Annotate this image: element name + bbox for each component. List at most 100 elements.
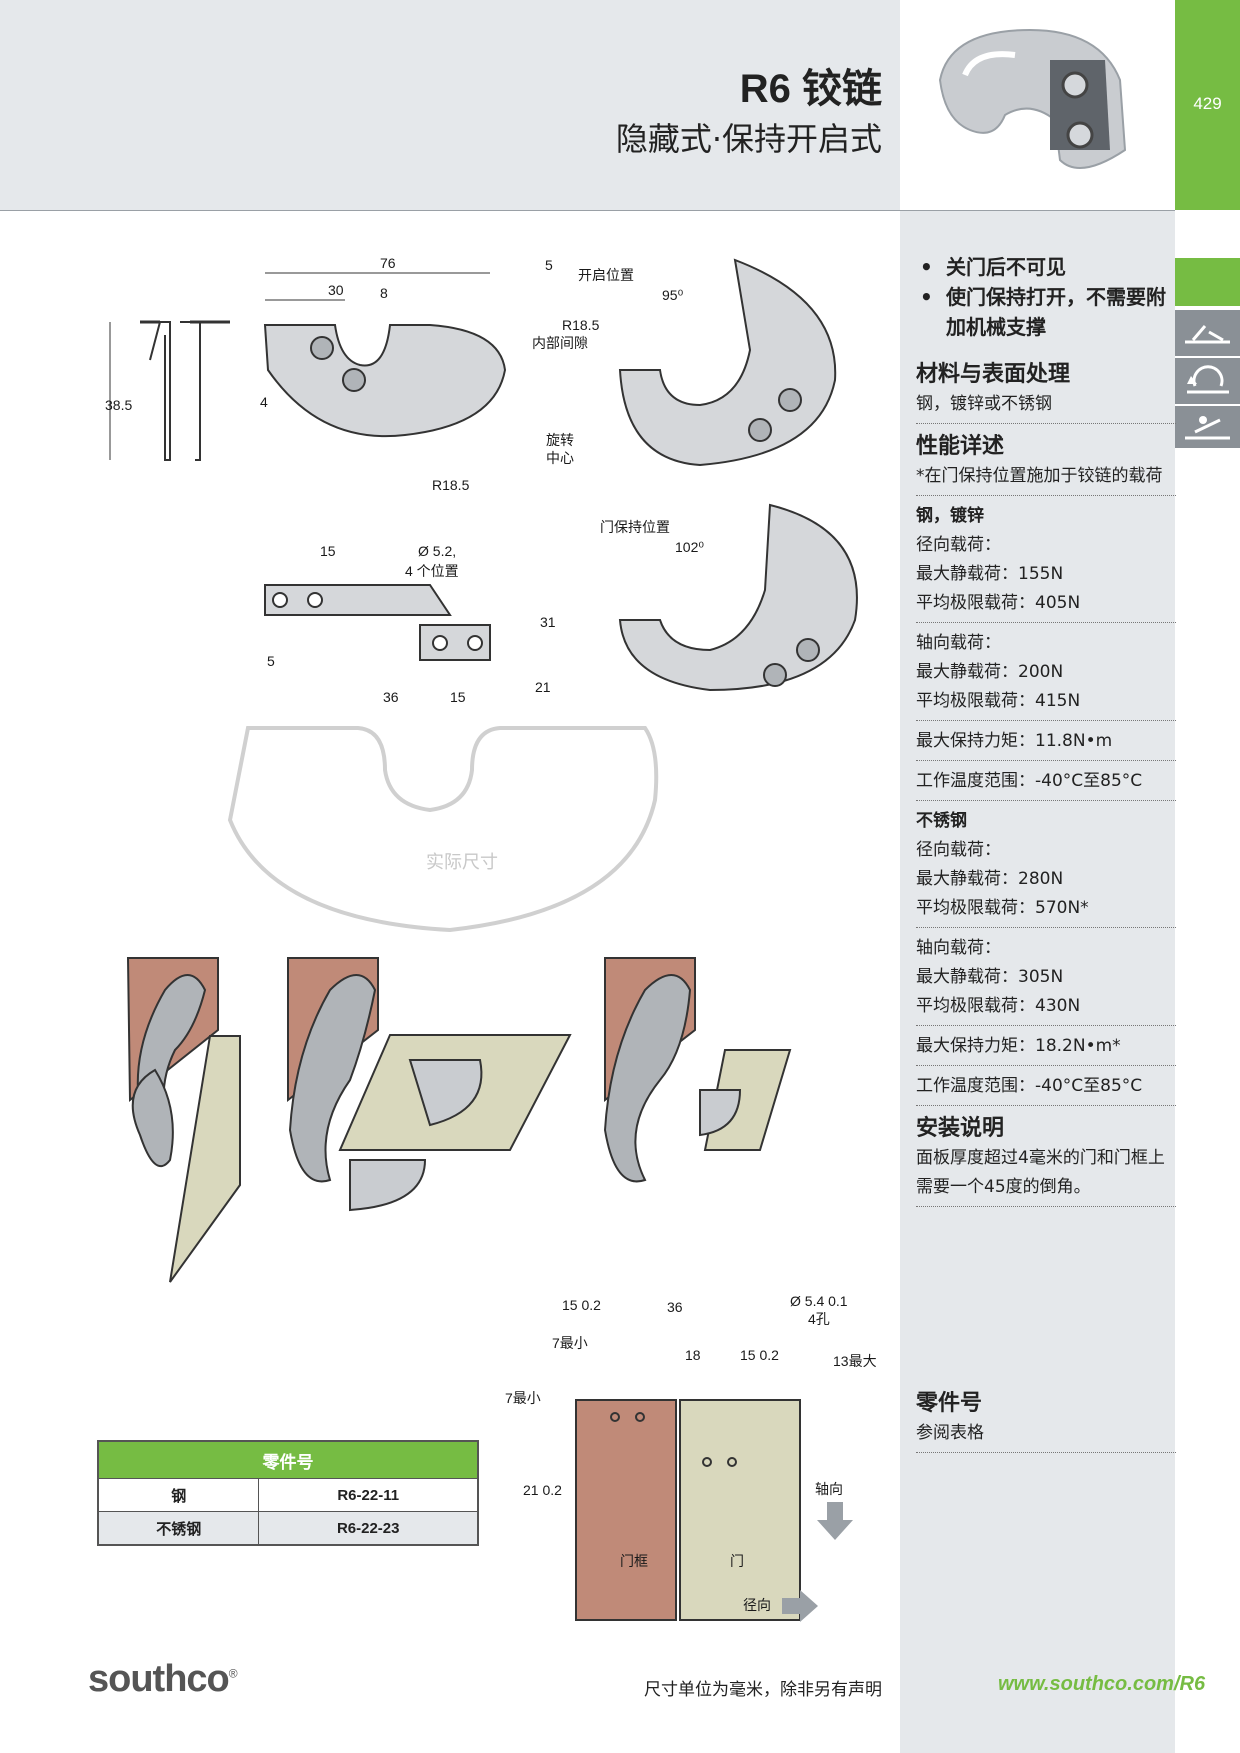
- units-note: 尺寸单位为毫米，除非另有声明: [644, 1680, 882, 1700]
- dim-15-02b: 15 0.2: [740, 1347, 779, 1363]
- dim-7min-b: 7最小: [505, 1390, 541, 1406]
- dim-30: 30: [328, 282, 344, 298]
- table-cell-material: 钢: [97, 1478, 260, 1512]
- feature-list: 关门后不可见 使门保持打开，不需要附加机械支撑: [916, 252, 1176, 342]
- tab-positioning-icon[interactable]: [1175, 404, 1240, 448]
- table-cell-part: R6-22-11: [258, 1478, 479, 1512]
- page-subtitle: 隐藏式·保持开启式: [615, 120, 882, 158]
- spec-line: 轴向载荷：: [916, 633, 1001, 653]
- spec-sidebar: [900, 211, 1175, 1753]
- spec-line: 最大静载荷：200N: [916, 662, 1064, 682]
- hinge-3d-half-open: [287, 957, 572, 1212]
- table-row: 不锈钢 R6-22-23: [97, 1511, 479, 1546]
- spec-line: 径向载荷：: [916, 535, 1001, 555]
- angle-102: 102⁰: [675, 539, 704, 555]
- logo-text: southco: [88, 1658, 230, 1700]
- dim-36-install: 36: [667, 1299, 683, 1315]
- hinge-plan-view: 15 Ø 5.2, 4 个位置 31 5 36 15 21: [264, 543, 556, 705]
- dim-7min: 7最小: [552, 1335, 588, 1351]
- install-heading: 安装说明: [916, 1116, 1005, 1141]
- table-cell-part: R6-22-23: [258, 1511, 479, 1546]
- hold-position-label: 门保持位置: [600, 519, 670, 535]
- axial-label: 轴向: [815, 1481, 843, 1497]
- stainless-heading: 不锈钢: [916, 811, 967, 831]
- frame-label: 门框: [620, 1553, 648, 1569]
- page-title: R6 铰链: [739, 67, 882, 111]
- header-band: [0, 0, 900, 211]
- dim-15-02: 15 0.2: [562, 1297, 601, 1313]
- spec-line: 工作温度范围：-40°C至85°C: [916, 1072, 1176, 1106]
- angle-95: 95⁰: [662, 287, 684, 303]
- spec-line: 平均极限载荷：430N: [916, 992, 1176, 1026]
- install-text: 面板厚度超过4毫米的门和门框上需要一个45度的倒角。: [916, 1144, 1176, 1207]
- dim-21-02: 21 0.2: [523, 1482, 562, 1498]
- gap-label: 内部间隙: [532, 335, 588, 351]
- dim-r18-5: R18.5: [432, 477, 470, 493]
- pivot-label: 旋转: [546, 432, 574, 448]
- spec-line: 平均极限载荷：570N*: [916, 894, 1176, 928]
- page-number-strip: [1175, 0, 1240, 210]
- dim-15b: 15: [450, 689, 466, 705]
- spec-line: 工作温度范围：-40°C至85°C: [916, 767, 1176, 801]
- materials-heading: 材料与表面处理: [916, 362, 1071, 387]
- dim-r18-5-gap: R18.5: [562, 317, 600, 333]
- part-number-text: 参阅表格: [916, 1419, 1176, 1453]
- hinge-open-position: 开启位置 95⁰: [578, 258, 837, 467]
- dim-5b: 5: [267, 653, 275, 669]
- page-number: 429: [1193, 94, 1222, 113]
- spec-line: 平均极限载荷：405N: [916, 589, 1176, 623]
- pivot-label-2: 中心: [546, 450, 574, 466]
- spec-line: 最大静载荷：155N: [916, 564, 1064, 584]
- dim-13max: 13最大: [833, 1353, 877, 1369]
- open-position-label: 开启位置: [578, 267, 634, 283]
- dim-15: 15: [320, 543, 336, 559]
- logo-registered: ®: [228, 1666, 238, 1681]
- feature-item: 关门后不可见: [916, 252, 1176, 282]
- technical-drawings: 38.5 76 5 30 8 4 R18.5 R18.5 内部间隙 旋转 中心 …: [105, 255, 877, 1622]
- hinge-profile-open: 76 5 30 8 4 R18.5 R18.5 内部间隙 旋转 中心: [260, 255, 600, 493]
- table-cell-material: 不锈钢: [97, 1511, 260, 1546]
- hole-install: Ø 5.4 0.1: [790, 1293, 848, 1309]
- dim-31: 31: [540, 614, 556, 630]
- actual-size-label: 实际尺寸: [426, 852, 498, 872]
- door-label: 门: [730, 1553, 744, 1569]
- spec-line: 径向载荷：: [916, 840, 1001, 860]
- tab-rotation-icon[interactable]: [1175, 356, 1240, 404]
- performance-heading: 性能详述: [916, 434, 1005, 459]
- southco-logo: southco®: [88, 1658, 238, 1701]
- steel-heading: 钢，镀锌: [916, 506, 984, 526]
- tab-current[interactable]: [1175, 258, 1240, 306]
- part-number-table: 零件号 钢 R6-22-11 不锈钢 R6-22-23: [97, 1440, 479, 1546]
- website-link[interactable]: www.southco.com/R6: [998, 1673, 1206, 1695]
- hole-spec: Ø 5.2,: [418, 543, 456, 559]
- product-photo: [900, 0, 1175, 211]
- spec-line: 轴向载荷：: [916, 938, 1001, 958]
- hinge-3d-closed: [126, 957, 241, 1283]
- dim-4: 4: [260, 394, 268, 410]
- hinge-3d-open: [603, 957, 792, 1183]
- table-header: 零件号: [98, 1441, 478, 1479]
- dim-38-5: 38.5: [105, 397, 132, 413]
- dim-5: 5: [545, 257, 553, 273]
- dim-8: 8: [380, 285, 388, 301]
- materials-text: 钢，镀锌或不锈钢: [916, 390, 1176, 424]
- spec-line: 平均极限载荷：415N: [916, 687, 1176, 721]
- hole-count: 4 个位置: [405, 563, 459, 579]
- hinge-hold-position: 门保持位置 102⁰: [600, 503, 858, 692]
- dim-18: 18: [685, 1347, 701, 1363]
- feature-item: 使门保持打开，不需要附加机械支撑: [916, 282, 1176, 342]
- spec-line: 最大保持力矩：18.2N•m*: [916, 1032, 1176, 1066]
- radial-arrow-icon: [782, 1590, 818, 1622]
- dim-36: 36: [383, 689, 399, 705]
- radial-label: 径向: [743, 1597, 771, 1613]
- installation-drawing: 15 0.2 7最小 36 Ø 5.4 0.1 4孔 18 15 0.2 13最…: [505, 1293, 877, 1622]
- actual-size-outline: 实际尺寸: [227, 726, 659, 933]
- side-view: 38.5: [105, 320, 230, 461]
- spec-line: 最大保持力矩：11.8N•m: [916, 727, 1176, 761]
- tab-mounting-icon[interactable]: [1175, 308, 1240, 356]
- table-row: 钢 R6-22-11: [97, 1478, 479, 1512]
- dim-21: 21: [535, 679, 551, 695]
- holes-count: 4孔: [808, 1311, 830, 1327]
- spec-line: 最大静载荷：280N: [916, 869, 1064, 889]
- hinge-photo-icon: [938, 28, 1127, 169]
